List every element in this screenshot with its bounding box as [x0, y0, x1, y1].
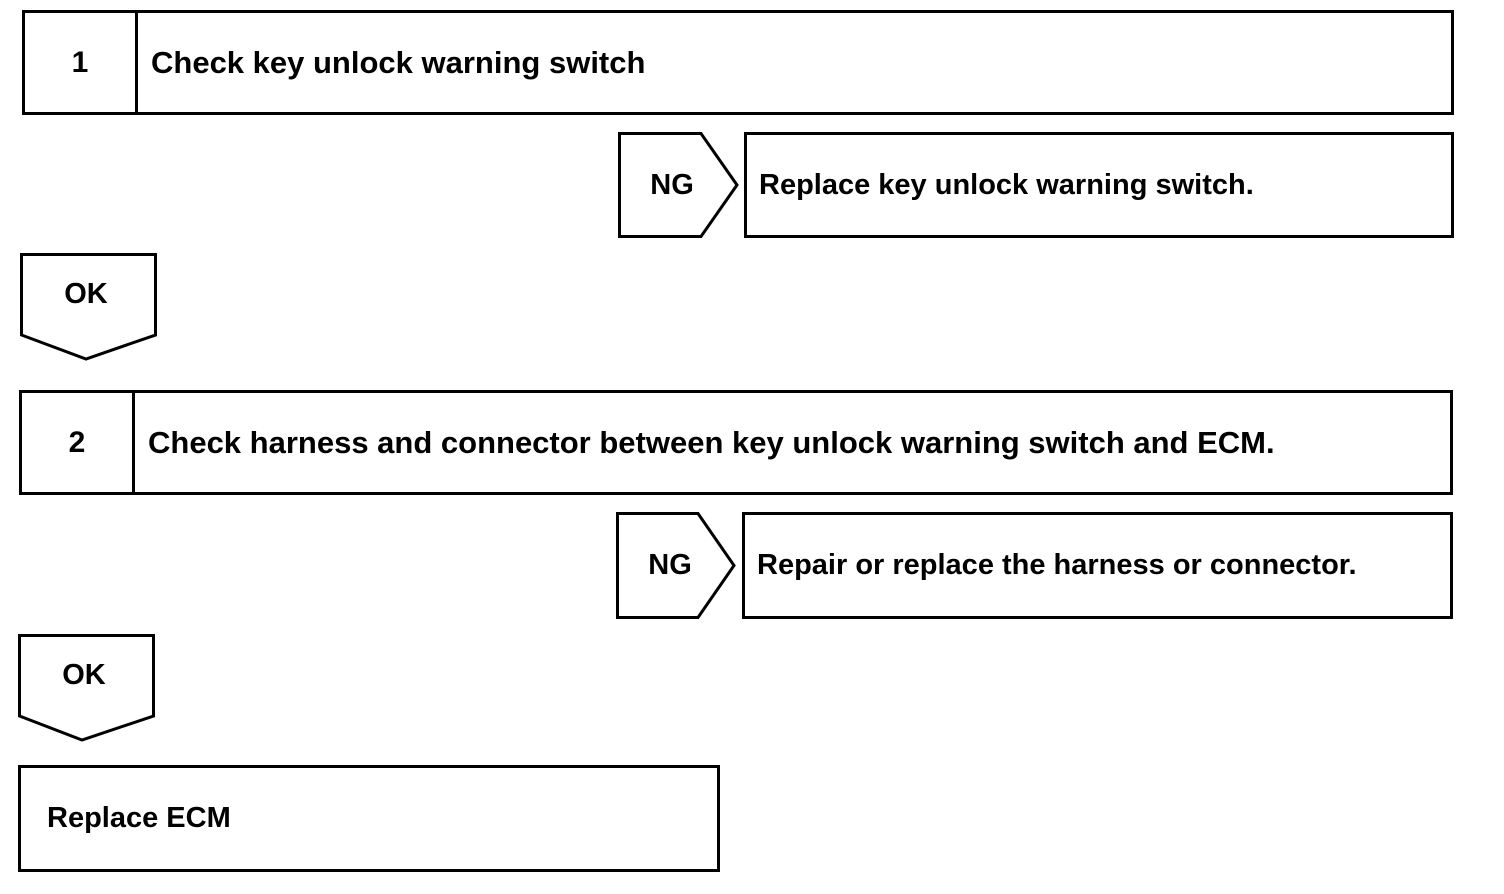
step-2-ng-action: Repair or replace the harness or connect…: [757, 549, 1357, 581]
step-2-ng-label: NG: [648, 549, 692, 581]
step-2-number: 2: [22, 393, 135, 492]
step-1-ng-arrow: NG: [618, 132, 740, 238]
final-action-text: Replace ECM: [47, 802, 231, 834]
step-1-ng-action-box: Replace key unlock warning switch.: [744, 132, 1454, 238]
step-2-ok-arrow: OK: [18, 634, 155, 742]
step-2-ng-arrow: NG: [616, 512, 738, 619]
step-2-title: Check harness and connector between key …: [148, 424, 1275, 460]
step-1-ok-arrow: OK: [20, 253, 157, 361]
ok-arrow-icon: [18, 634, 155, 742]
step-1-number: 1: [25, 13, 138, 112]
step-2-ng-action-box: Repair or replace the harness or connect…: [742, 512, 1453, 619]
final-action-box: Replace ECM: [18, 765, 720, 872]
ng-arrow-icon: [618, 132, 739, 238]
step-1-ng-action: Replace key unlock warning switch.: [759, 168, 1254, 201]
ok-arrow-icon: [20, 253, 157, 361]
step-1-title: Check key unlock warning switch: [151, 44, 646, 80]
step-1-box: 1 Check key unlock warning switch: [22, 10, 1454, 115]
step-1-ok-label: OK: [64, 277, 108, 310]
ng-arrow-icon: [616, 512, 736, 619]
step-2-ok-label: OK: [62, 658, 106, 691]
step-2-box: 2 Check harness and connector between ke…: [19, 390, 1453, 495]
step-1-ng-label: NG: [650, 168, 694, 201]
